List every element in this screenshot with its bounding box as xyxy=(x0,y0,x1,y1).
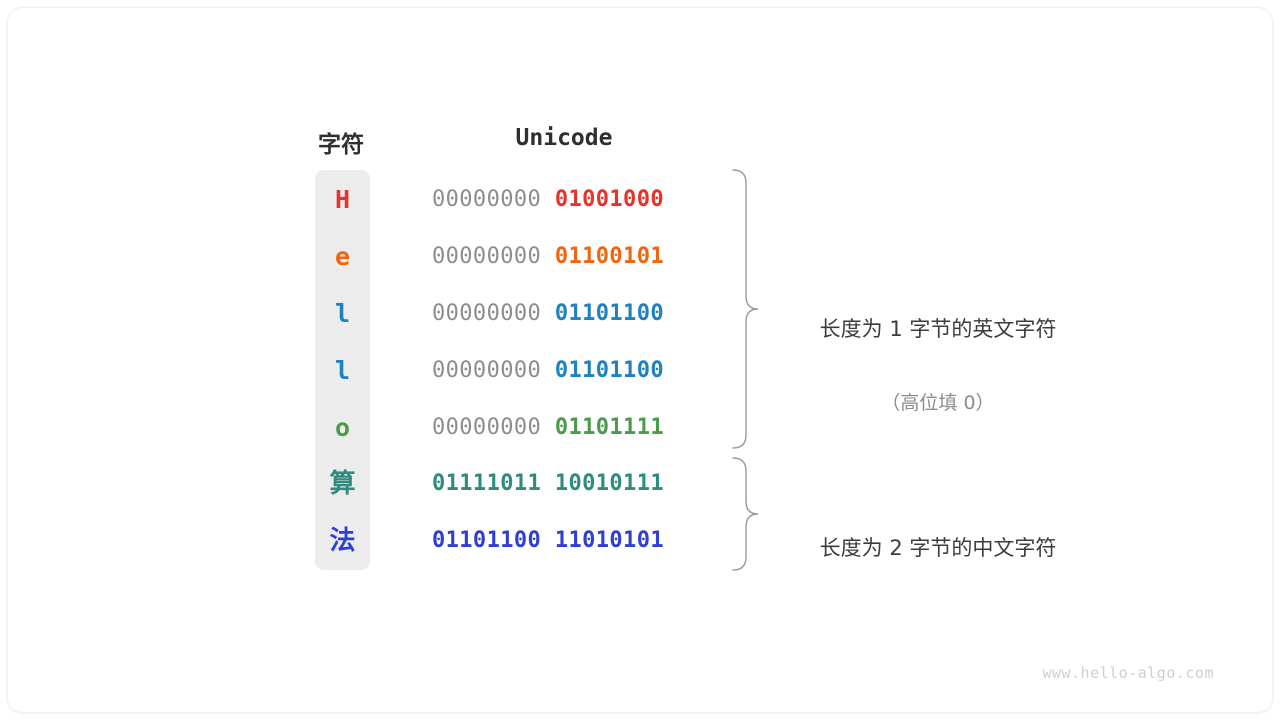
encoding-table: H 00000000 01001000 e 00000000 01100101 l 000… xyxy=(8,8,1272,712)
row-unicode-bits: 01111011 10010111 xyxy=(432,467,702,501)
high-byte: 00000000 xyxy=(432,301,542,326)
row-character: e xyxy=(334,242,351,271)
annotation-ascii-sub: （高位填 0） xyxy=(881,392,995,414)
row-character: l xyxy=(334,356,351,385)
site-watermark: www.hello-algo.com xyxy=(1042,664,1214,682)
byte-separator xyxy=(541,187,555,212)
row-unicode-bits: 00000000 01101100 xyxy=(432,354,702,388)
row-unicode-bits: 00000000 01001000 xyxy=(432,183,702,217)
low-byte: 11010101 xyxy=(554,528,664,553)
annotation-ascii: 长度为 1 字节的英文字符 （高位填 0） xyxy=(768,273,1108,459)
high-byte: 00000000 xyxy=(432,358,542,383)
byte-separator xyxy=(541,301,555,326)
low-byte: 01101111 xyxy=(554,415,664,440)
table-row: o 00000000 01101111 xyxy=(8,411,1272,445)
row-unicode-bits: 00000000 01101100 xyxy=(432,297,702,331)
annotation-cjk-main: 长度为 2 字节的中文字符 xyxy=(819,536,1057,560)
row-unicode-bits: 00000000 01100101 xyxy=(432,240,702,274)
high-byte: 01101100 xyxy=(432,528,542,553)
low-byte: 01100101 xyxy=(554,244,664,269)
table-row: l 00000000 01101100 xyxy=(8,297,1272,331)
high-byte: 00000000 xyxy=(432,187,542,212)
row-character: o xyxy=(334,413,351,442)
character-column-panel xyxy=(315,170,370,570)
row-character: l xyxy=(334,299,351,328)
row-unicode-bits: 01101100 11010101 xyxy=(432,524,702,558)
byte-separator xyxy=(541,528,555,553)
table-row: e 00000000 01100101 xyxy=(8,240,1272,274)
high-byte: 00000000 xyxy=(432,415,542,440)
table-row: l 00000000 01101100 xyxy=(8,354,1272,388)
low-byte: 10010111 xyxy=(554,471,664,496)
low-byte: 01001000 xyxy=(554,187,664,212)
high-byte: 01111011 xyxy=(432,471,542,496)
byte-separator xyxy=(541,471,555,496)
annotation-cjk: 长度为 2 字节的中文字符 xyxy=(768,492,1108,604)
row-character: 算 xyxy=(329,469,356,499)
row-character: H xyxy=(334,185,351,214)
column-header-character: 字符 xyxy=(318,132,364,158)
low-byte: 01101100 xyxy=(554,301,664,326)
row-unicode-bits: 00000000 01101111 xyxy=(432,411,702,445)
low-byte: 01101100 xyxy=(554,358,664,383)
byte-separator xyxy=(541,415,555,440)
byte-separator xyxy=(541,358,555,383)
annotation-ascii-main: 长度为 1 字节的英文字符 xyxy=(819,317,1057,341)
table-row: 法 01101100 11010101 xyxy=(8,524,1272,558)
column-header-unicode: Unicode xyxy=(515,125,613,151)
table-row: H 00000000 01001000 xyxy=(8,183,1272,217)
high-byte: 00000000 xyxy=(432,244,542,269)
row-character: 法 xyxy=(329,526,356,556)
table-row: 算 01111011 10010111 xyxy=(8,467,1272,501)
figure-card: 字符 Unicode H 00000000 01001000 e 00000000 0… xyxy=(8,8,1272,712)
byte-separator xyxy=(541,244,555,269)
